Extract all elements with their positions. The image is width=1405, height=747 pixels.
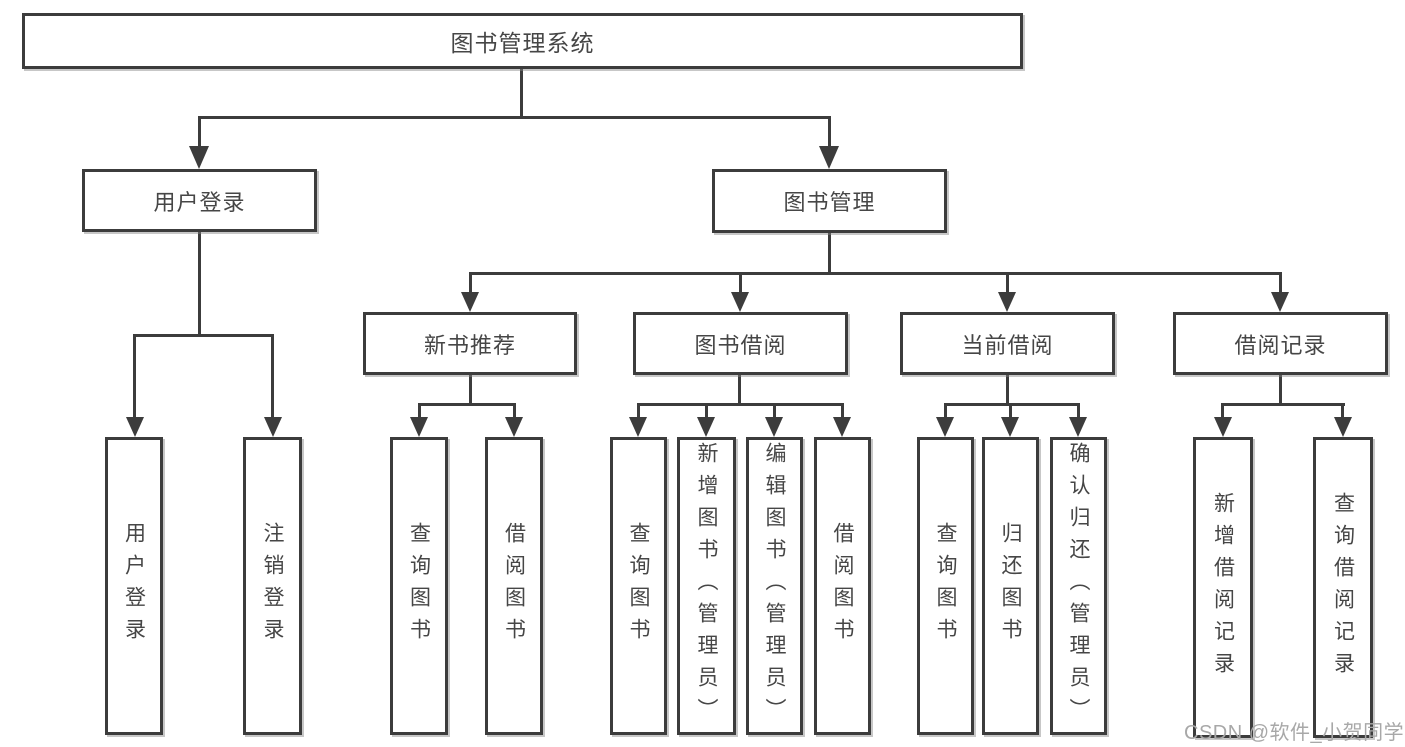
connector-line	[520, 66, 523, 119]
connector-line	[1279, 373, 1282, 406]
leaf-label: 新增借阅记录	[1211, 491, 1235, 684]
leaf-label: 借阅图书	[831, 522, 854, 650]
leaf-user-login: 用户登录	[105, 437, 163, 735]
leaf-label: 查询借阅记录	[1331, 491, 1355, 684]
connector-line	[1077, 403, 1080, 419]
connector-line	[739, 272, 742, 294]
node-label: 用户登录	[153, 189, 246, 215]
connector-line	[1006, 272, 1009, 294]
connector-line	[944, 403, 947, 419]
leaf-add-book-admin: 新增图书（管理员）	[677, 437, 736, 735]
arrowhead-down-icon	[731, 292, 749, 312]
connector-line	[271, 334, 274, 419]
leaf-query-book: 查询图书	[610, 437, 667, 735]
leaf-edit-book-admin: 编辑图书（管理员）	[746, 437, 803, 735]
connector-line	[418, 403, 421, 419]
arrowhead-down-icon	[1001, 417, 1019, 437]
leaf-label: 查询图书	[407, 522, 431, 650]
node-new-book-recommend: 新书推荐	[363, 312, 577, 375]
leaf-label: 编辑图书（管理员）	[763, 442, 786, 730]
node-book-management: 图书管理	[712, 169, 947, 233]
leaf-label: 查询图书	[934, 522, 957, 650]
node-label: 新书推荐	[423, 332, 516, 358]
connector-line	[1222, 403, 1345, 406]
leaf-return-book: 归还图书	[982, 437, 1039, 735]
leaf-label: 注销登录	[261, 522, 284, 650]
arrowhead-down-icon	[819, 146, 839, 169]
connector-line	[773, 403, 776, 419]
node-current-borrow: 当前借阅	[900, 312, 1115, 375]
leaf-query-book: 查询图书	[917, 437, 974, 735]
leaf-label: 查询图书	[627, 522, 650, 650]
node-label: 图书借阅	[694, 332, 787, 358]
connector-line	[198, 230, 201, 337]
node-label: 图书管理系统	[450, 30, 595, 56]
node-label: 当前借阅	[961, 332, 1054, 358]
arrowhead-down-icon	[1214, 417, 1232, 437]
leaf-label: 确认归还（管理员）	[1067, 442, 1090, 730]
connector-line	[828, 231, 831, 274]
arrowhead-down-icon	[1069, 417, 1087, 437]
leaf-borrow-book: 借阅图书	[814, 437, 871, 735]
arrowhead-down-icon	[1334, 417, 1352, 437]
arrowhead-down-icon	[629, 417, 647, 437]
node-label: 图书管理	[783, 190, 876, 215]
arrowhead-down-icon	[1271, 292, 1289, 312]
leaf-logout: 注销登录	[243, 437, 302, 735]
arrowhead-down-icon	[998, 292, 1016, 312]
connector-line	[469, 272, 472, 294]
node-book-borrow: 图书借阅	[633, 312, 848, 375]
arrowhead-down-icon	[410, 417, 428, 437]
connector-line	[418, 403, 515, 406]
connector-line	[1341, 403, 1344, 419]
leaf-label: 借阅图书	[502, 522, 526, 650]
leaf-confirm-return-admin: 确认归还（管理员）	[1050, 437, 1107, 735]
arrowhead-down-icon	[833, 417, 851, 437]
leaf-query-borrow-record: 查询借阅记录	[1313, 437, 1373, 738]
connector-line	[828, 116, 831, 148]
connector-line	[469, 272, 1282, 275]
connector-line	[198, 116, 831, 119]
arrowhead-down-icon	[765, 417, 783, 437]
connector-line	[1279, 272, 1282, 294]
leaf-label: 新增图书（管理员）	[695, 442, 718, 730]
watermark: CSDN @软件_小贺同学	[1184, 722, 1405, 744]
node-borrow-records: 借阅记录	[1173, 312, 1388, 375]
connector-line	[637, 403, 640, 419]
node-root: 图书管理系统	[22, 13, 1023, 69]
arrowhead-down-icon	[461, 292, 479, 312]
connector-line	[637, 403, 843, 406]
node-user-login: 用户登录	[82, 169, 317, 232]
connector-line	[469, 373, 472, 406]
leaf-label: 归还图书	[999, 522, 1022, 650]
arrowhead-down-icon	[126, 417, 144, 437]
connector-line	[133, 334, 274, 337]
leaf-query-book: 查询图书	[390, 437, 448, 735]
connector-line	[198, 116, 201, 148]
connector-line	[133, 334, 136, 419]
connector-line	[1006, 373, 1009, 406]
leaf-add-borrow-record: 新增借阅记录	[1193, 437, 1253, 738]
connector-line	[513, 403, 516, 419]
connector-line	[1009, 403, 1012, 419]
leaf-borrow-book: 借阅图书	[485, 437, 543, 735]
arrowhead-down-icon	[189, 146, 209, 169]
arrowhead-down-icon	[936, 417, 954, 437]
connector-line	[1221, 403, 1224, 419]
node-label: 借阅记录	[1234, 332, 1327, 358]
arrowhead-down-icon	[697, 417, 715, 437]
connector-line	[705, 403, 708, 419]
arrowhead-down-icon	[264, 417, 282, 437]
arrowhead-down-icon	[505, 417, 523, 437]
connector-line	[841, 403, 844, 419]
leaf-label: 用户登录	[122, 522, 146, 650]
connector-line	[738, 373, 741, 406]
